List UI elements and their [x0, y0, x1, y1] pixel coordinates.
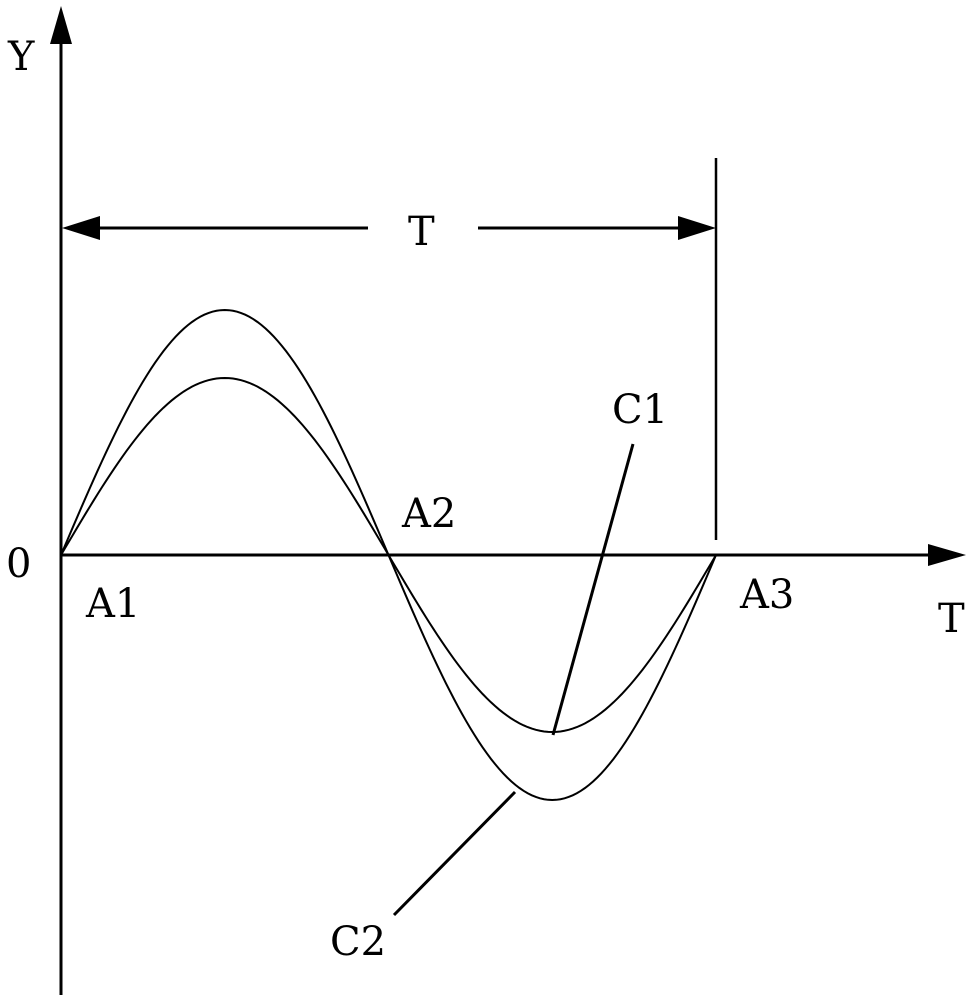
y-axis-arrowhead	[50, 6, 72, 44]
x-axis-arrowhead	[928, 544, 966, 566]
point-a3-label: A3	[739, 572, 794, 618]
period-arrowhead-left	[62, 216, 100, 240]
curve-c2-label: C2	[330, 919, 386, 965]
y-axis-label: Y	[7, 34, 35, 80]
c2-leader-line	[394, 792, 515, 915]
curve-c1-label: C1	[612, 387, 668, 433]
x-axis-label: T	[938, 596, 965, 642]
period-arrowhead-right	[678, 216, 716, 240]
c1-leader-line	[553, 444, 633, 735]
period-label: T	[408, 209, 435, 255]
point-a1-label: A1	[85, 581, 140, 627]
origin-label: 0	[6, 541, 31, 587]
point-a2-label: A2	[401, 491, 456, 537]
